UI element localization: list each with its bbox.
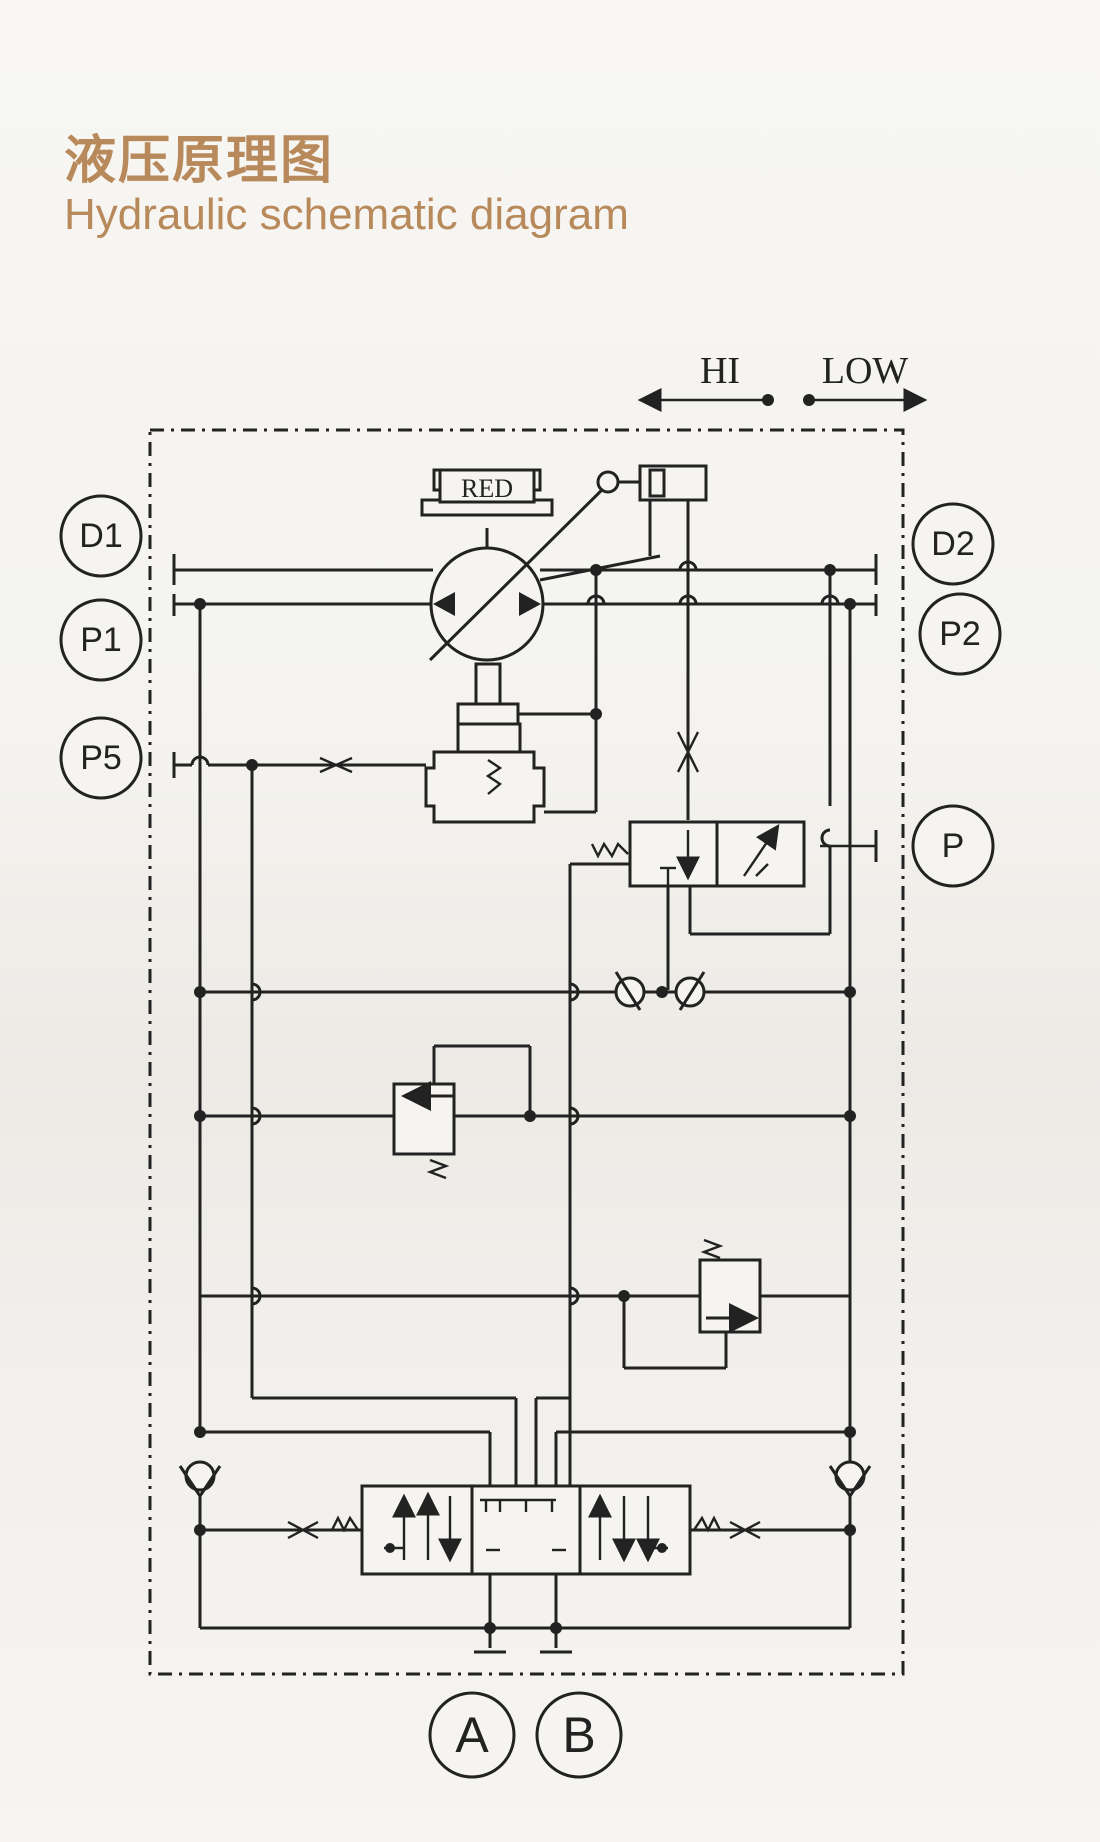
red-label: RED bbox=[461, 474, 513, 503]
svg-text:P: P bbox=[942, 827, 965, 865]
svg-text:P1: P1 bbox=[80, 621, 122, 659]
page-title-english: Hydraulic schematic diagram bbox=[64, 190, 629, 239]
svg-text:D1: D1 bbox=[79, 517, 122, 555]
svg-text:P2: P2 bbox=[939, 615, 981, 653]
shuttle-line bbox=[194, 971, 856, 1011]
valve-block-boundary bbox=[148, 428, 905, 1676]
p5-line bbox=[172, 752, 426, 778]
port-d2: D2 bbox=[911, 502, 995, 586]
svg-text:B: B bbox=[562, 1707, 595, 1763]
port-p5: P5 bbox=[59, 716, 143, 800]
port-a: A bbox=[428, 1691, 516, 1779]
port-b: B bbox=[535, 1691, 623, 1779]
port-d1: D1 bbox=[59, 494, 143, 578]
pump-regulator bbox=[424, 564, 602, 824]
left-verticals bbox=[194, 598, 518, 1486]
lower-manifold bbox=[178, 1426, 872, 1654]
port-p2: P2 bbox=[918, 592, 1002, 676]
right-verticals bbox=[534, 564, 856, 1486]
port-p: P bbox=[911, 804, 995, 888]
hi-label: HI bbox=[700, 350, 740, 392]
port-p1: P1 bbox=[59, 598, 143, 682]
svg-text:A: A bbox=[455, 1707, 489, 1763]
page-title-chinese: 液压原理图 bbox=[64, 131, 335, 191]
selector-valve bbox=[590, 731, 878, 990]
low-label: LOW bbox=[822, 350, 909, 392]
relief-valve-2 bbox=[200, 1238, 850, 1370]
red-motor-symbol: RED bbox=[420, 468, 554, 517]
servo-cylinder bbox=[596, 464, 708, 820]
svg-text:D2: D2 bbox=[931, 525, 974, 563]
relief-valve-1 bbox=[194, 1044, 856, 1180]
hi-low-indicator: HI LOW bbox=[637, 350, 928, 412]
svg-text:P5: P5 bbox=[80, 739, 122, 777]
